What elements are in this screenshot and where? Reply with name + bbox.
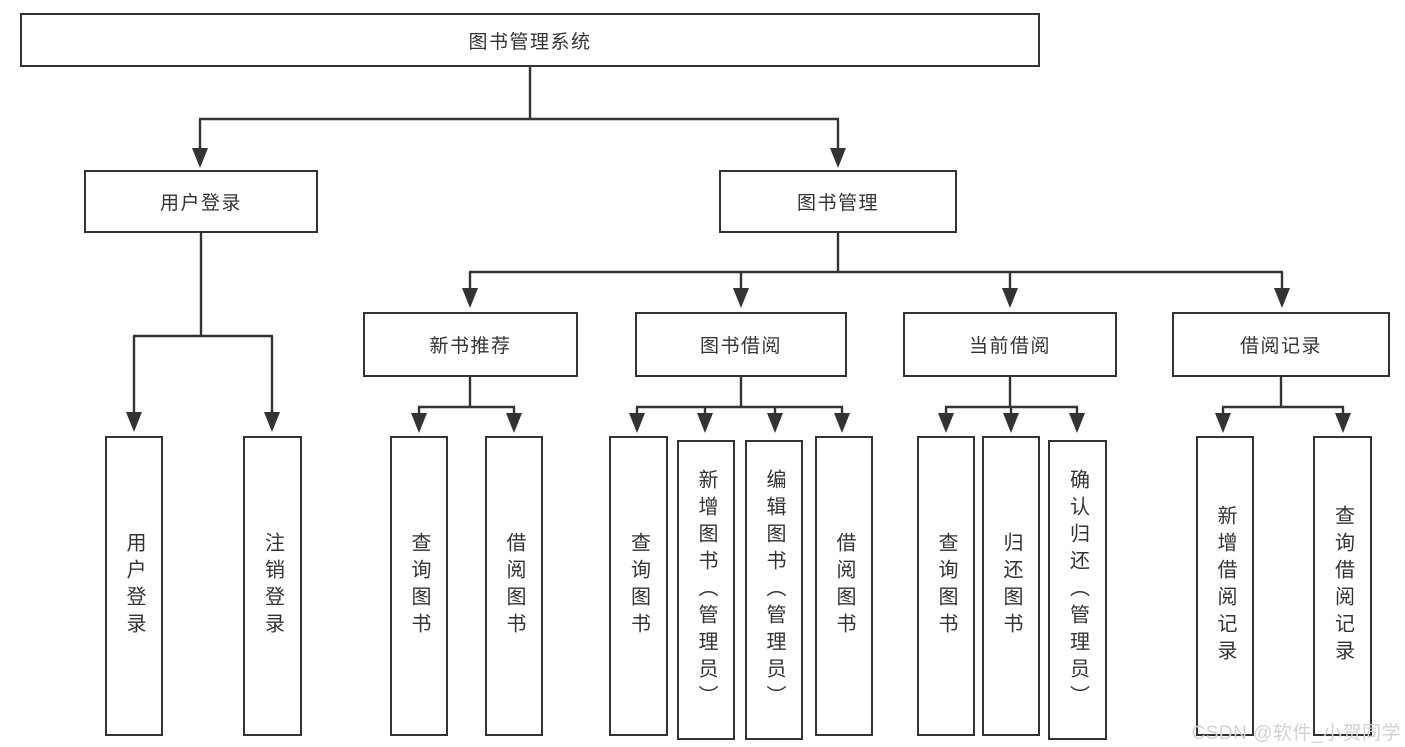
arrowhead-icon (1274, 288, 1290, 308)
arrowhead-icon (830, 148, 846, 168)
node-label: 用户登录 (123, 532, 145, 640)
leaf-bb-borrow-books: 借阅图书 (815, 436, 873, 736)
arrowhead-icon (1002, 288, 1018, 308)
node-label: 图书管理系统 (468, 31, 592, 53)
leaf-br-query-record: 查询借阅记录 (1313, 436, 1372, 736)
node-label: 编辑图书（管理员） (763, 468, 785, 712)
node-label: 图书借阅 (699, 336, 782, 357)
arrowhead-icon (1003, 413, 1019, 433)
leaf-bb-query-books: 查询图书 (609, 436, 668, 736)
leaf-logout: 注销登录 (243, 436, 302, 736)
leaf-bb-add-books-admin: 新增图书（管理员） (677, 440, 735, 740)
node-label: 借阅图书 (833, 532, 855, 640)
arrowhead-icon (462, 288, 478, 308)
leaf-nb-borrow-books: 借阅图书 (485, 436, 543, 736)
watermark: CSDN @软件_小贺同学 (1191, 723, 1401, 744)
node-label: 新增借阅记录 (1214, 505, 1236, 667)
node-label: 查询图书 (408, 532, 430, 640)
arrowhead-icon (411, 413, 427, 433)
node-label: 查询借阅记录 (1331, 505, 1354, 667)
node-label: 当前借阅 (968, 336, 1051, 357)
arrowhead-icon (1335, 413, 1351, 433)
arrowhead-icon (767, 413, 783, 433)
node-label: 归还图书 (1000, 532, 1022, 640)
node-label: 借阅图书 (503, 532, 525, 640)
arrowhead-icon (126, 412, 142, 432)
arrowhead-icon (1069, 413, 1085, 433)
arrowhead-icon (938, 413, 954, 433)
node-book-borrow: 图书借阅 (635, 312, 847, 377)
node-label: 注销登录 (261, 532, 284, 640)
leaf-cb-return-books: 归还图书 (982, 436, 1040, 736)
node-current-borrow: 当前借阅 (903, 312, 1117, 377)
arrowhead-icon (697, 413, 713, 433)
arrowhead-icon (264, 412, 280, 432)
node-label: 图书管理 (796, 193, 879, 214)
leaf-cb-confirm-return-admin: 确认归还（管理员） (1048, 440, 1107, 740)
node-borrow-records: 借阅记录 (1172, 312, 1390, 377)
arrowhead-icon (834, 413, 850, 433)
node-label: 新增图书（管理员） (695, 468, 717, 712)
arrowhead-icon (629, 413, 645, 433)
arrowhead-icon (733, 288, 749, 308)
node-new-book-recommend: 新书推荐 (363, 312, 578, 377)
node-library-system: 图书管理系统 (20, 13, 1040, 67)
leaf-nb-query-books: 查询图书 (390, 436, 448, 736)
leaf-cb-query-books: 查询图书 (917, 436, 975, 736)
node-label: 用户登录 (159, 193, 242, 214)
arrowhead-icon (1215, 413, 1231, 433)
node-book-management: 图书管理 (719, 170, 957, 233)
leaf-br-add-record: 新增借阅记录 (1196, 436, 1254, 736)
node-label: 查询图书 (935, 532, 957, 640)
arrowhead-icon (506, 413, 522, 433)
node-label: 新书推荐 (429, 336, 512, 357)
node-label: 确认归还（管理员） (1066, 468, 1089, 712)
node-user-login: 用户登录 (84, 170, 318, 233)
node-label: 借阅记录 (1239, 336, 1322, 357)
leaf-bb-edit-books-admin: 编辑图书（管理员） (745, 440, 803, 740)
node-label: 查询图书 (627, 532, 650, 640)
leaf-user-login: 用户登录 (105, 436, 163, 736)
arrowhead-icon (192, 148, 208, 168)
